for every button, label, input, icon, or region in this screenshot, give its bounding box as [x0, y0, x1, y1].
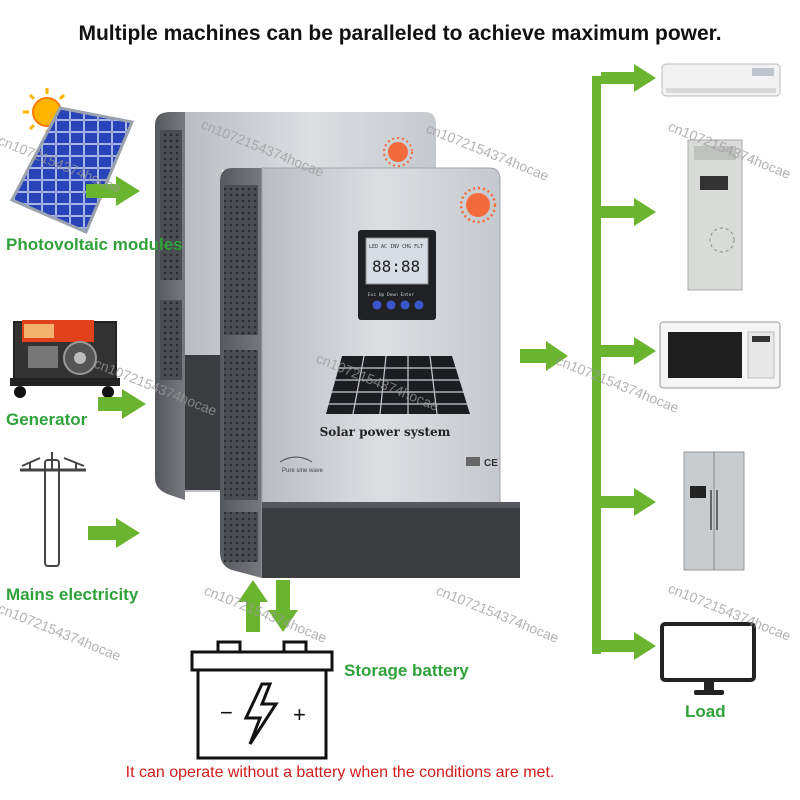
generator-label: Generator	[6, 410, 88, 429]
pv-arrow	[86, 176, 140, 206]
lcd-key-labels: Esc Up Down Enter	[368, 292, 414, 298]
ce-mark: CE	[484, 458, 498, 469]
charge-arrow	[268, 580, 298, 632]
back-logo-icon	[383, 137, 413, 167]
microwave-icon	[659, 321, 781, 389]
brand-logo-icon	[459, 186, 497, 224]
lcd-labels: LED AC INV CHG FLT	[369, 244, 423, 250]
input-arrows	[86, 176, 146, 548]
battery-icon	[190, 640, 334, 760]
output-arrow	[520, 341, 568, 371]
inverter-back	[155, 112, 436, 500]
generator-icon	[10, 320, 120, 398]
cert-logo-icon	[466, 457, 480, 466]
battery-plus: +	[293, 702, 306, 727]
mains-label: Mains electricity	[6, 585, 139, 604]
refrigerator-icon	[683, 451, 745, 571]
air-conditioner-icon	[661, 63, 781, 97]
esc-button[interactable]	[372, 300, 382, 310]
inverter-panel-graphic	[326, 356, 470, 414]
power-pole-icon	[20, 452, 86, 567]
battery-minus: −	[220, 700, 233, 725]
monitor-icon	[660, 622, 756, 695]
lcd-digits: 88:88	[372, 257, 420, 276]
standing-ac-icon	[687, 139, 743, 291]
load-label: Load	[685, 702, 726, 721]
inverter-name: Solar power system	[320, 425, 451, 439]
down-button[interactable]	[400, 300, 410, 310]
inverter-panel-grid	[328, 355, 467, 415]
wave-text: Pure sine wave	[282, 468, 324, 474]
footnote: It can operate without a battery when th…	[125, 764, 555, 781]
page-title: Multiple machines can be paralleled to a…	[78, 22, 722, 45]
enter-button[interactable]	[414, 300, 424, 310]
up-button[interactable]	[386, 300, 396, 310]
battery-label: Storage battery	[344, 661, 469, 680]
battery-arrows	[238, 580, 298, 632]
inverter-front: LED AC INV CHG FLT 88:88 Esc Up Down Ent…	[220, 167, 520, 578]
solar-panel-icon	[9, 88, 135, 234]
mains-arrow	[88, 518, 140, 548]
lcd-display: LED AC INV CHG FLT 88:88 Esc Up Down Ent…	[358, 230, 436, 320]
load-bus	[592, 64, 656, 660]
pv-label: Photovoltaic modules	[6, 235, 183, 254]
generator-arrow	[98, 389, 146, 419]
lcd-buttons	[372, 300, 424, 310]
discharge-arrow	[238, 580, 268, 632]
